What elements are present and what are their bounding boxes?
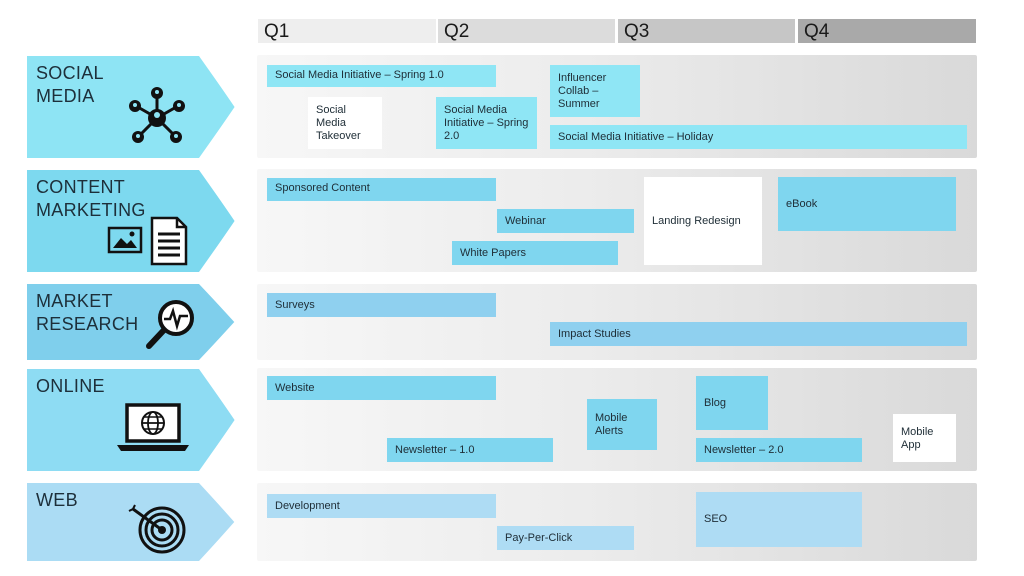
- task-social-takeover[interactable]: Social Media Takeover: [308, 97, 382, 149]
- task-social-holiday[interactable]: Social Media Initiative – Holiday: [550, 125, 967, 149]
- task-pay-per-click[interactable]: Pay-Per-Click: [497, 526, 634, 550]
- quarter-q1: Q1: [258, 19, 436, 43]
- category-label: ONLINE: [36, 376, 105, 396]
- task-sponsored-content[interactable]: Sponsored Content: [267, 178, 496, 201]
- network-icon: [129, 87, 185, 143]
- task-mobile-alerts[interactable]: Mobile Alerts: [587, 399, 657, 450]
- category-label: MARKET RESEARCH: [36, 291, 139, 334]
- task-development[interactable]: Development: [267, 494, 496, 518]
- task-influencer-collab[interactable]: Influencer Collab – Summer: [550, 65, 640, 117]
- task-social-spring-2[interactable]: Social Media Initiative – Spring 2.0: [436, 97, 537, 149]
- category-label: WEB: [36, 490, 78, 510]
- image-icon: [107, 226, 143, 254]
- task-seo[interactable]: SEO: [696, 492, 862, 547]
- quarter-q4: Q4: [798, 19, 976, 43]
- task-website[interactable]: Website: [267, 376, 496, 400]
- task-landing-redesign[interactable]: Landing Redesign: [644, 177, 762, 265]
- category-content-marketing: CONTENT MARKETING: [27, 170, 237, 272]
- task-newsletter-1[interactable]: Newsletter – 1.0: [387, 438, 553, 462]
- magnifier-icon: [146, 300, 194, 349]
- task-webinar[interactable]: Webinar: [497, 209, 634, 233]
- task-surveys[interactable]: Surveys: [267, 293, 496, 317]
- category-web: WEB: [27, 483, 237, 561]
- task-white-papers[interactable]: White Papers: [452, 241, 618, 265]
- task-social-spring-1[interactable]: Social Media Initiative – Spring 1.0: [267, 65, 496, 87]
- document-icon: [150, 216, 188, 266]
- task-ebook[interactable]: eBook: [778, 177, 956, 231]
- category-label: CONTENT MARKETING: [36, 177, 146, 220]
- quarter-q3: Q3: [618, 19, 795, 43]
- category-online: ONLINE: [27, 369, 237, 471]
- laptop-globe-icon: [117, 403, 189, 451]
- category-market-research: MARKET RESEARCH: [27, 284, 237, 360]
- task-mobile-app[interactable]: Mobile App: [893, 414, 956, 462]
- target-icon: [128, 504, 186, 554]
- category-chevron: [27, 483, 237, 561]
- task-impact-studies[interactable]: Impact Studies: [550, 322, 967, 346]
- task-blog[interactable]: Blog: [696, 376, 768, 430]
- category-label: SOCIAL MEDIA: [36, 63, 104, 106]
- category-social-media: SOCIAL MEDIA: [27, 56, 237, 158]
- quarter-q2: Q2: [438, 19, 615, 43]
- task-newsletter-2[interactable]: Newsletter – 2.0: [696, 438, 862, 462]
